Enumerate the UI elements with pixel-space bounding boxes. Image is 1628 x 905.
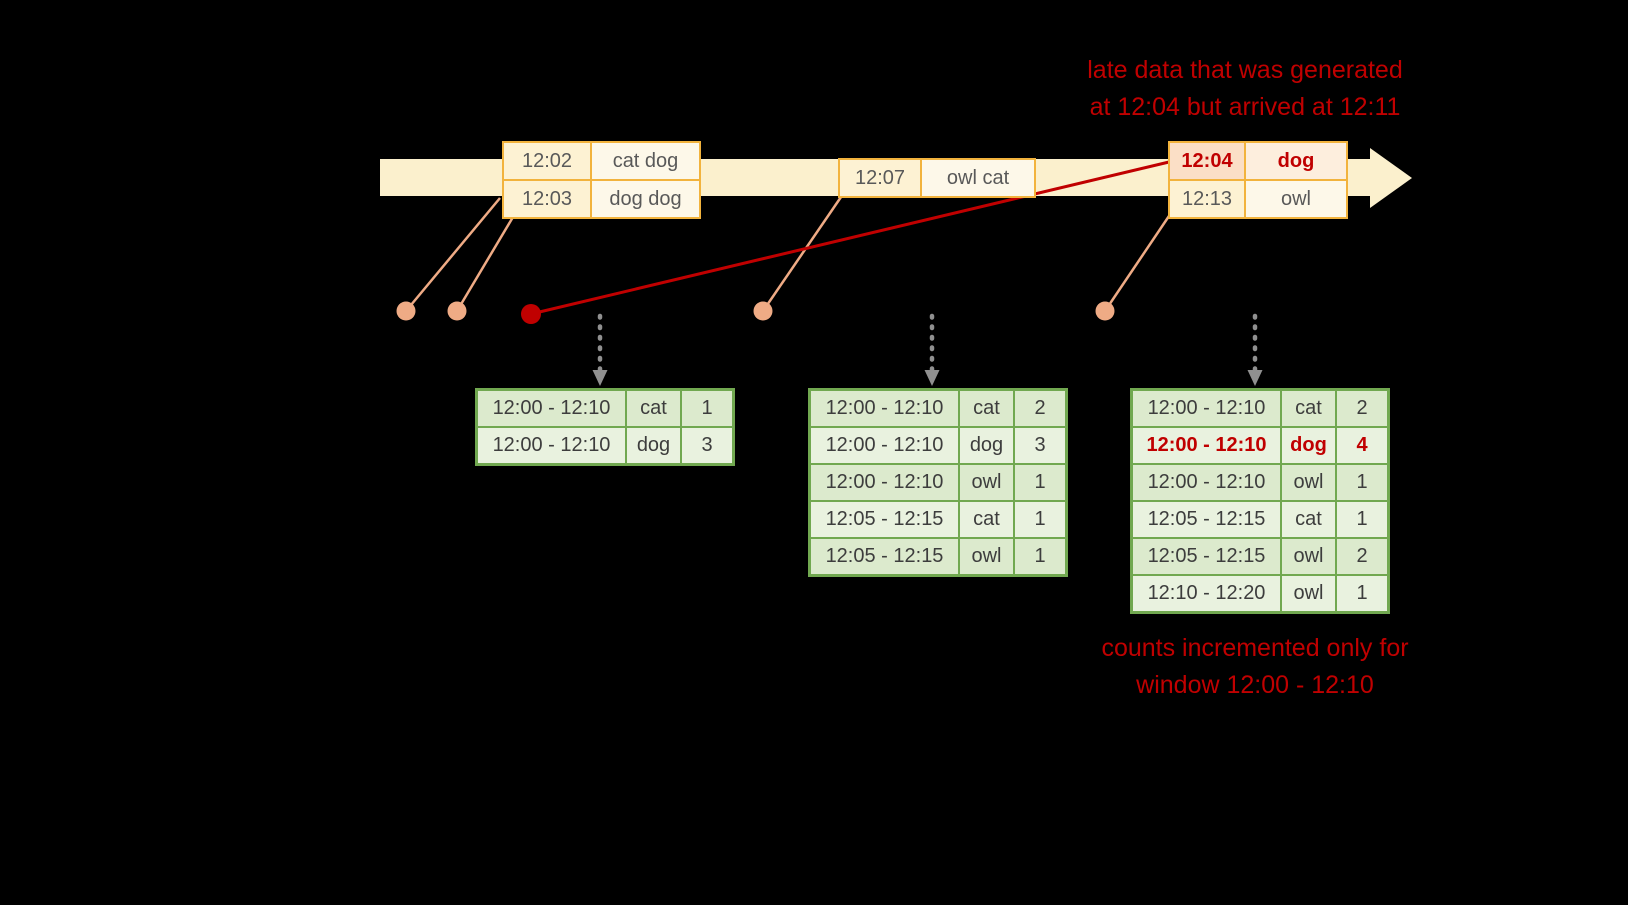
count-cell: 1 — [680, 388, 735, 428]
word-cell: cat — [1280, 500, 1337, 539]
arrival-dot — [396, 301, 416, 321]
table-row: 12:05 - 12:15 cat 1 — [1130, 500, 1390, 539]
count-cell: 4 — [1335, 426, 1390, 465]
event-row: 12:03 dog dog — [502, 179, 701, 219]
table-row: 12:00 - 12:10 owl 1 — [1130, 463, 1390, 502]
window-cell: 12:00 - 12:10 — [1130, 388, 1282, 428]
table-row: 12:10 - 12:20 owl 1 — [1130, 574, 1390, 614]
window-cell: 12:05 - 12:15 — [1130, 500, 1282, 539]
word-cell: cat — [625, 388, 682, 428]
event-words: cat dog — [590, 141, 701, 181]
trigger-arrowhead-icon — [592, 370, 608, 386]
window-cell: 12:10 - 12:20 — [1130, 574, 1282, 614]
word-cell: owl — [1280, 463, 1337, 502]
count-cell: 2 — [1335, 388, 1390, 428]
count-cell: 1 — [1013, 537, 1068, 577]
window-cell: 12:05 - 12:15 — [808, 537, 960, 577]
event-row: 12:13 owl — [1168, 179, 1348, 219]
table-row: 12:05 - 12:15 owl 2 — [1130, 537, 1390, 576]
event-row: 12:07 owl cat — [838, 158, 1036, 198]
count-cell: 3 — [680, 426, 735, 466]
late-data-annotation: late data that was generated at 12:04 bu… — [1020, 52, 1470, 125]
event-time: 12:07 — [838, 158, 922, 198]
table-row: 12:00 - 12:10 cat 2 — [808, 388, 1068, 428]
counts-annotation-line1: counts incremented only for — [1101, 634, 1409, 662]
connector-line — [405, 197, 501, 312]
late-event-row: 12:04 dog — [1168, 141, 1348, 181]
connector-line — [455, 216, 515, 312]
counts-annotation-line2: window 12:00 - 12:10 — [1136, 670, 1374, 699]
count-cell: 2 — [1335, 537, 1390, 576]
event-time: 12:04 — [1168, 141, 1246, 181]
count-cell: 2 — [1013, 388, 1068, 428]
count-cell: 1 — [1013, 463, 1068, 502]
table-row: 12:00 - 12:10 dog 3 — [475, 426, 735, 466]
late-arrival-dot — [521, 304, 541, 324]
count-cell: 1 — [1335, 500, 1390, 539]
event-time: 12:02 — [502, 141, 592, 181]
word-cell: owl — [1280, 574, 1337, 614]
late-data-annotation-line2: at 12:04 but arrived at 12:11 — [1089, 92, 1401, 121]
word-cell: owl — [958, 537, 1015, 577]
table-row: 12:00 - 12:10 cat 1 — [475, 388, 735, 428]
window-cell: 12:00 - 12:10 — [808, 426, 960, 465]
word-cell: owl — [1280, 537, 1337, 576]
table-row: 12:05 - 12:15 owl 1 — [808, 537, 1068, 577]
word-cell: cat — [958, 500, 1015, 539]
table-row: 12:05 - 12:15 cat 1 — [808, 500, 1068, 539]
result-table-2: 12:00 - 12:10 cat 2 12:00 - 12:10 dog 3 … — [808, 388, 1068, 577]
event-time-axis-arrowhead-icon — [1370, 148, 1412, 208]
event-words: owl — [1244, 179, 1348, 219]
word-cell: dog — [625, 426, 682, 466]
window-cell: 12:00 - 12:10 — [808, 463, 960, 502]
event-box-1207: 12:07 owl cat — [838, 158, 1036, 198]
event-words: owl cat — [920, 158, 1036, 198]
late-data-annotation-line1: late data that was generated — [1087, 56, 1403, 84]
window-cell: 12:05 - 12:15 — [808, 500, 960, 539]
event-row: 12:02 cat dog — [502, 141, 701, 181]
event-time: 12:03 — [502, 179, 592, 219]
window-cell: 12:05 - 12:15 — [1130, 537, 1282, 576]
event-words: dog — [1244, 141, 1348, 181]
updated-late-row: 12:00 - 12:10 dog 4 — [1130, 426, 1390, 465]
arrival-dot — [753, 301, 773, 321]
connector-line — [761, 196, 843, 312]
word-cell: dog — [958, 426, 1015, 465]
arrival-dot — [1095, 301, 1115, 321]
word-cell: cat — [958, 388, 1015, 428]
event-box-1202-1203: 12:02 cat dog 12:03 dog dog — [502, 141, 701, 219]
window-cell: 12:00 - 12:10 — [1130, 426, 1282, 465]
result-table-1: 12:00 - 12:10 cat 1 12:00 - 12:10 dog 3 — [475, 388, 735, 466]
word-cell: owl — [958, 463, 1015, 502]
arrival-dot — [447, 301, 467, 321]
count-cell: 1 — [1013, 500, 1068, 539]
connector-line — [1103, 215, 1171, 312]
window-cell: 12:00 - 12:10 — [475, 426, 627, 466]
event-box-1204-1213: 12:04 dog 12:13 owl — [1168, 141, 1348, 219]
event-time: 12:13 — [1168, 179, 1246, 219]
count-cell: 3 — [1013, 426, 1068, 465]
window-cell: 12:00 - 12:10 — [1130, 463, 1282, 502]
trigger-arrowhead-icon — [1247, 370, 1263, 386]
late-data-line — [530, 160, 1170, 316]
count-cell: 1 — [1335, 574, 1390, 614]
count-cell: 1 — [1335, 463, 1390, 502]
result-table-3: 12:00 - 12:10 cat 2 12:00 - 12:10 dog 4 … — [1130, 388, 1390, 614]
table-row: 12:00 - 12:10 dog 3 — [808, 426, 1068, 465]
word-cell: cat — [1280, 388, 1337, 428]
event-words: dog dog — [590, 179, 701, 219]
word-cell: dog — [1280, 426, 1337, 465]
table-row: 12:00 - 12:10 owl 1 — [808, 463, 1068, 502]
window-cell: 12:00 - 12:10 — [475, 388, 627, 428]
trigger-arrowhead-icon — [924, 370, 940, 386]
table-row: 12:00 - 12:10 cat 2 — [1130, 388, 1390, 428]
counts-incremented-annotation: counts incremented only for window 12:00… — [1025, 630, 1485, 703]
window-cell: 12:00 - 12:10 — [808, 388, 960, 428]
